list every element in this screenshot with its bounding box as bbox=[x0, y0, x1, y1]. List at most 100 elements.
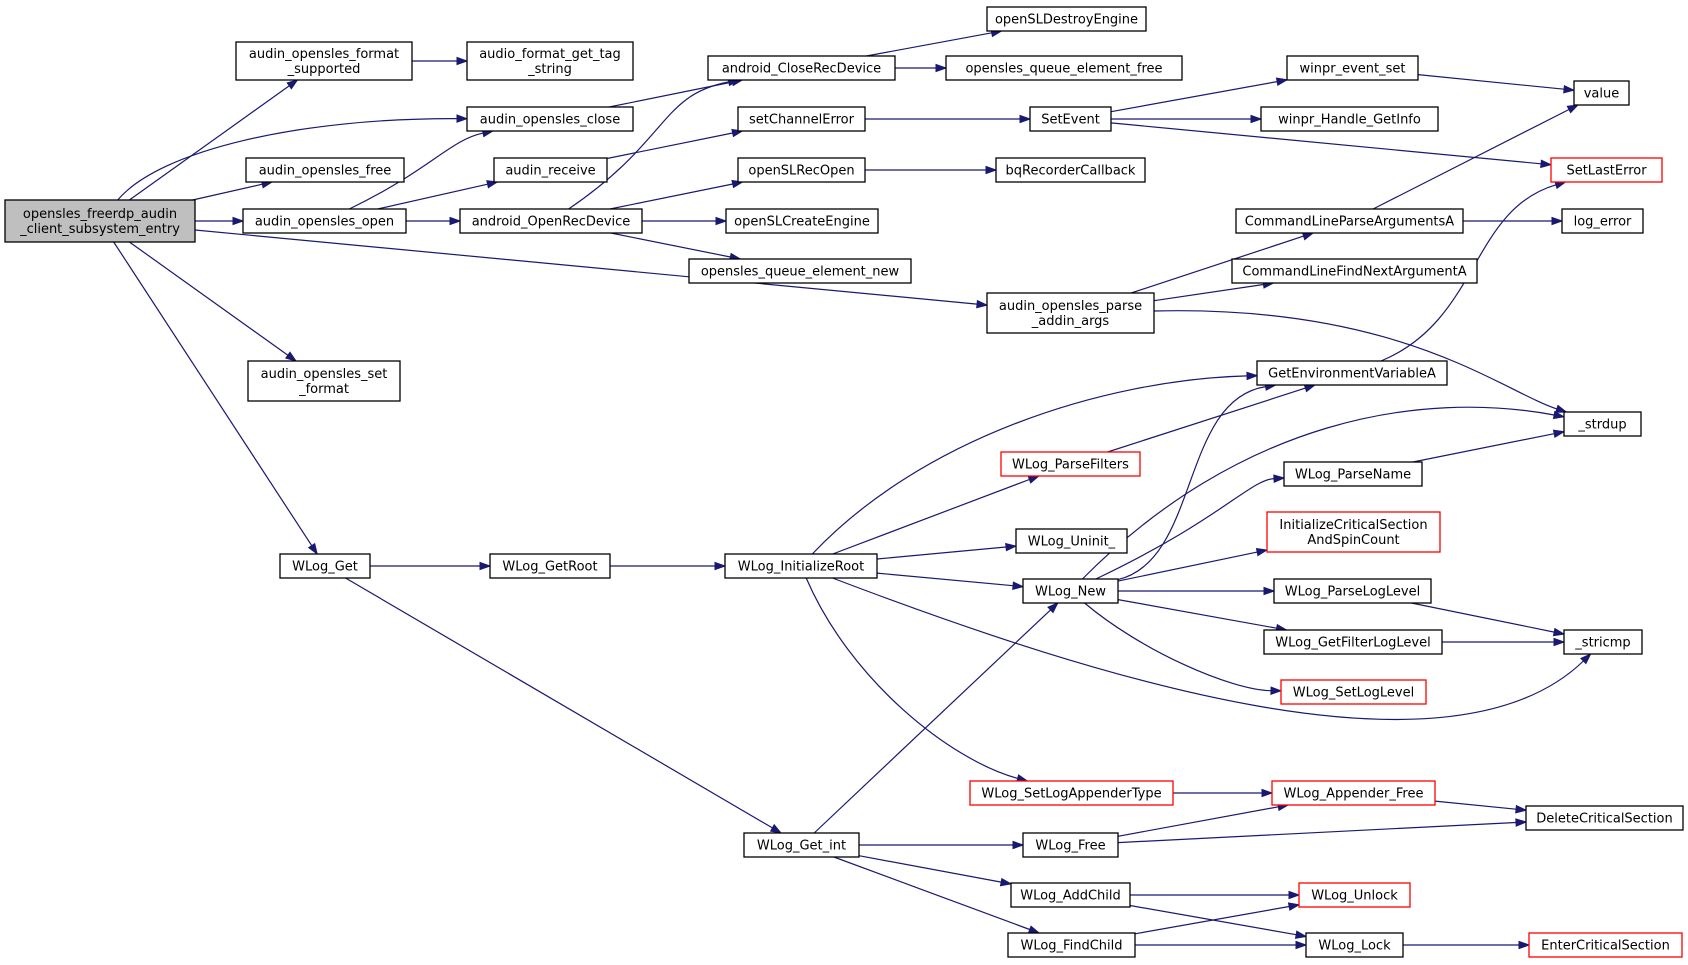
node-sl-recopen[interactable]: openSLRecOpen bbox=[737, 157, 866, 183]
node-ev-set[interactable]: winpr_event_set bbox=[1286, 55, 1419, 81]
edge-line bbox=[1084, 602, 1272, 692]
node-close[interactable]: audin_opensles_close bbox=[466, 106, 634, 132]
node-box bbox=[242, 208, 407, 234]
edge-line bbox=[568, 81, 729, 210]
node-filter-level[interactable]: WLog_GetFilterLogLevel bbox=[1263, 629, 1443, 655]
node-label: android_OpenRecDevice bbox=[472, 215, 631, 230]
node-parse-name[interactable]: WLog_ParseName bbox=[1283, 461, 1423, 487]
node-set-event[interactable]: SetEvent bbox=[1029, 106, 1112, 132]
node-label: _strdup bbox=[1577, 418, 1626, 433]
node-free[interactable]: audin_opensles_free bbox=[245, 157, 405, 183]
node-label: WLog_New bbox=[1035, 585, 1106, 600]
edge-line bbox=[1095, 478, 1275, 580]
node-log-error[interactable]: log_error bbox=[1561, 208, 1644, 234]
node-get-int[interactable]: WLog_Get_int bbox=[743, 832, 860, 858]
node-and-open[interactable]: android_OpenRecDevice bbox=[459, 208, 643, 234]
node-and-close[interactable]: android_CloseRecDevice bbox=[707, 55, 896, 81]
node-app-free[interactable]: WLog_Appender_Free bbox=[1271, 780, 1436, 806]
node-sl-create[interactable]: openSLCreateEngine bbox=[725, 208, 879, 234]
node-cl-parse[interactable]: CommandLineParseArgumentsA bbox=[1235, 208, 1464, 234]
node-box bbox=[466, 106, 634, 132]
node-label: openSLRecOpen bbox=[748, 164, 854, 179]
node-box bbox=[1273, 578, 1432, 604]
node-cl-find[interactable]: CommandLineFindNextArgumentA bbox=[1231, 258, 1478, 284]
node-del-cs[interactable]: DeleteCriticalSection bbox=[1525, 805, 1684, 831]
edge-find_child-to-lock bbox=[1135, 940, 1308, 950]
node-stricmp[interactable]: _stricmp bbox=[1563, 629, 1643, 655]
node-receive[interactable]: audin_receive bbox=[493, 157, 608, 183]
node-sl-destroy[interactable]: openSLDestroyEngine bbox=[986, 6, 1147, 32]
node-label: CommandLineParseArgumentsA bbox=[1245, 215, 1455, 230]
edge-filter_level-to-stricmp bbox=[1442, 637, 1566, 647]
node-label: SetEvent bbox=[1041, 113, 1100, 128]
edge-parse_args-to-cl_find bbox=[1153, 280, 1275, 302]
node-get-env[interactable]: GetEnvironmentVariableA bbox=[1256, 360, 1448, 386]
node-box bbox=[724, 553, 878, 579]
node-find-child[interactable]: WLog_FindChild bbox=[1007, 932, 1136, 958]
node-parse-args[interactable]: audin_opensles_parse_addin_args bbox=[986, 292, 1155, 334]
node-box bbox=[688, 258, 912, 284]
edge-arrowhead bbox=[1553, 637, 1566, 647]
node-set-level[interactable]: WLog_SetLogLevel bbox=[1280, 679, 1427, 705]
edge-line bbox=[811, 375, 1248, 555]
node-parse-filters[interactable]: WLog_ParseFilters bbox=[1000, 451, 1141, 477]
edge-line bbox=[876, 546, 1007, 560]
edge-line bbox=[1110, 122, 1542, 165]
node-get-root[interactable]: WLog_GetRoot bbox=[489, 553, 611, 579]
node-set-last-err[interactable]: SetLastError bbox=[1550, 157, 1663, 183]
node-box bbox=[1007, 932, 1136, 958]
edge-arrowhead bbox=[1540, 159, 1553, 169]
node-open[interactable]: audin_opensles_open bbox=[242, 208, 407, 234]
node-unlock[interactable]: WLog_Unlock bbox=[1298, 882, 1411, 908]
node-enter-cs[interactable]: EnterCriticalSection bbox=[1528, 932, 1683, 958]
node-box bbox=[1561, 208, 1644, 234]
node-handle-info[interactable]: winpr_Handle_GetInfo bbox=[1260, 106, 1439, 132]
edge-parse_name-to-strdup bbox=[1412, 429, 1566, 463]
node-set-ch-err[interactable]: setChannelError bbox=[737, 106, 866, 132]
node-label: InitializeCriticalSection bbox=[1279, 518, 1427, 533]
edge-line bbox=[858, 855, 1002, 883]
edge-arrowhead bbox=[1261, 788, 1274, 798]
edge-line bbox=[113, 241, 313, 546]
edge-open-to-receive bbox=[377, 180, 499, 210]
edge-arrowhead bbox=[1515, 818, 1528, 827]
node-label: audin_opensles_free bbox=[259, 164, 392, 179]
node-q-new[interactable]: opensles_queue_element_new bbox=[688, 258, 912, 284]
node-wlog-free[interactable]: WLog_Free bbox=[1022, 832, 1119, 858]
node-box bbox=[1263, 629, 1443, 655]
edge-line bbox=[1117, 599, 1277, 629]
node-root[interactable]: opensles_freerdp_audin_client_subsystem_… bbox=[4, 199, 196, 243]
node-box bbox=[995, 157, 1146, 183]
node-label: audin_opensles_set bbox=[261, 367, 388, 382]
edge-line bbox=[805, 577, 1018, 779]
node-init-root[interactable]: WLog_InitializeRoot bbox=[724, 553, 878, 579]
edge-line bbox=[1434, 800, 1517, 810]
node-wlog-new[interactable]: WLog_New bbox=[1022, 578, 1119, 604]
edge-arrowhead bbox=[1019, 114, 1032, 124]
node-bq-cb[interactable]: bqRecorderCallback bbox=[995, 157, 1146, 183]
edge-arrowhead bbox=[1270, 686, 1283, 696]
node-label: AndSpinCount bbox=[1307, 533, 1399, 548]
edge-line bbox=[1117, 806, 1279, 837]
node-strdup[interactable]: _strdup bbox=[1563, 411, 1642, 437]
node-lock[interactable]: WLog_Lock bbox=[1305, 932, 1404, 958]
node-label: winpr_event_set bbox=[1300, 62, 1406, 77]
node-wlog-get[interactable]: WLog_Get bbox=[279, 553, 371, 579]
edge-wlog_new-to-parse_name bbox=[1095, 474, 1286, 580]
edge-arrowhead bbox=[1005, 542, 1018, 552]
node-set-format[interactable]: audin_opensles_set_format bbox=[247, 360, 401, 402]
node-add-child[interactable]: WLog_AddChild bbox=[1010, 882, 1131, 908]
node-box bbox=[986, 6, 1147, 32]
node-set-appender[interactable]: WLog_SetLogAppenderType bbox=[969, 780, 1174, 806]
node-fmt-tag[interactable]: audio_format_get_tag_string bbox=[466, 41, 634, 81]
node-value[interactable]: value bbox=[1573, 80, 1630, 106]
edge-wlog_get-to-get_root bbox=[370, 561, 492, 571]
edge-init_root-to-uninit bbox=[876, 542, 1018, 560]
node-q-free[interactable]: opensles_queue_element_free bbox=[945, 55, 1183, 81]
node-parse-level[interactable]: WLog_ParseLogLevel bbox=[1273, 578, 1432, 604]
node-fmt-supported[interactable]: audin_opensles_format_supported bbox=[235, 41, 413, 81]
node-box bbox=[1563, 629, 1643, 655]
node-uninit[interactable]: WLog_Uninit_ bbox=[1015, 528, 1128, 554]
